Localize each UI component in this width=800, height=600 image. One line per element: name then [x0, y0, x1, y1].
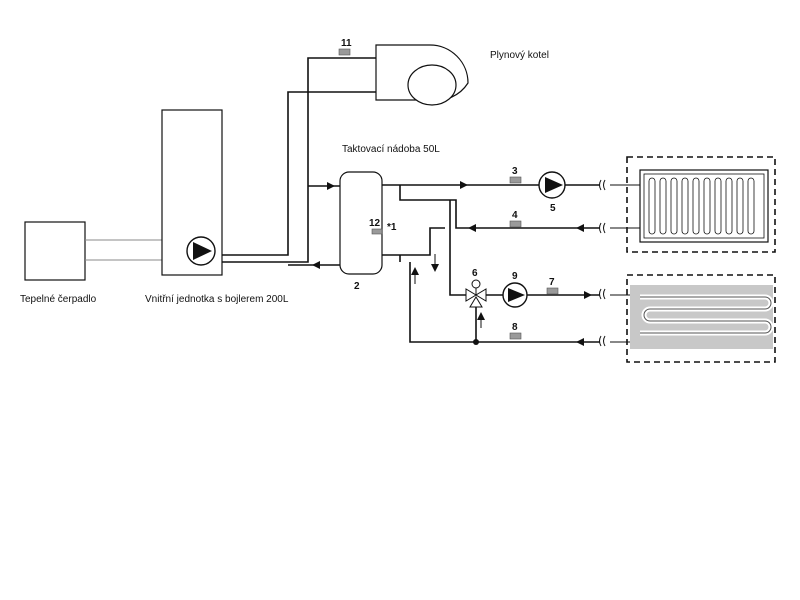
flow-arrow-down	[431, 264, 439, 272]
sensor-8	[509, 332, 522, 340]
pump-9-label: 9	[512, 271, 518, 282]
flow-arrow-up	[477, 312, 485, 320]
return-pipe-from-boiler	[222, 57, 376, 263]
mixing-valve-icon	[465, 279, 487, 308]
buffer-tank-number: 2	[354, 281, 360, 292]
heat-pump-label: Tepelné čerpadlo	[20, 294, 97, 305]
floor-heating-zone	[626, 274, 776, 363]
sensor-12	[371, 228, 383, 235]
radiator-return-pipe	[399, 185, 600, 229]
pipe-break-mark	[599, 179, 606, 347]
sensor-11-label: 11	[341, 38, 352, 49]
sensor-4	[509, 220, 522, 228]
flow-arrow-left	[312, 261, 320, 269]
flow-arrow-left	[576, 224, 584, 232]
pump-5-label: 5	[550, 203, 556, 214]
sensor-7	[546, 287, 559, 295]
floor-heating-icon	[630, 285, 774, 349]
floor-supply-pipe	[382, 227, 445, 256]
flow-arrow-left	[468, 224, 476, 232]
radiator-pump-icon	[538, 171, 566, 199]
buffer-tank-label: Taktovací nádoba 50L	[342, 144, 440, 155]
flow-arrow-right	[460, 181, 468, 189]
heat-pump-unit	[24, 221, 86, 281]
sensor-4-label: 4	[512, 210, 518, 221]
radiator-icon	[639, 169, 769, 243]
sensor-12-label: 12	[369, 218, 381, 229]
flow-arrow-left	[576, 338, 584, 346]
buffer-tank	[339, 171, 383, 275]
sensor-3-label: 3	[512, 166, 518, 177]
indoor-unit-label: Vnitřní jednotka s bojlerem 200L	[145, 294, 289, 305]
indoor-unit-pump-icon	[186, 236, 216, 266]
radiator-zone	[626, 156, 776, 253]
sensor-8-label: 8	[512, 322, 518, 333]
sensor-3	[509, 176, 522, 184]
valve-6-label: 6	[472, 268, 478, 279]
flow-arrow-right	[584, 291, 592, 299]
note-star-1: *1	[387, 222, 397, 233]
gas-boiler	[375, 44, 469, 106]
gas-boiler-label: Plynový kotel	[490, 50, 549, 61]
floor-branch-pipe	[449, 200, 470, 296]
supply-pipe-to-boiler	[222, 91, 376, 256]
flow-arrow-right	[327, 182, 335, 190]
sensor-11	[338, 48, 351, 56]
floor-pump-icon	[502, 282, 528, 308]
sensor-7-label: 7	[549, 277, 555, 288]
floor-return-loop	[409, 262, 600, 343]
pipe-junction	[473, 339, 479, 345]
